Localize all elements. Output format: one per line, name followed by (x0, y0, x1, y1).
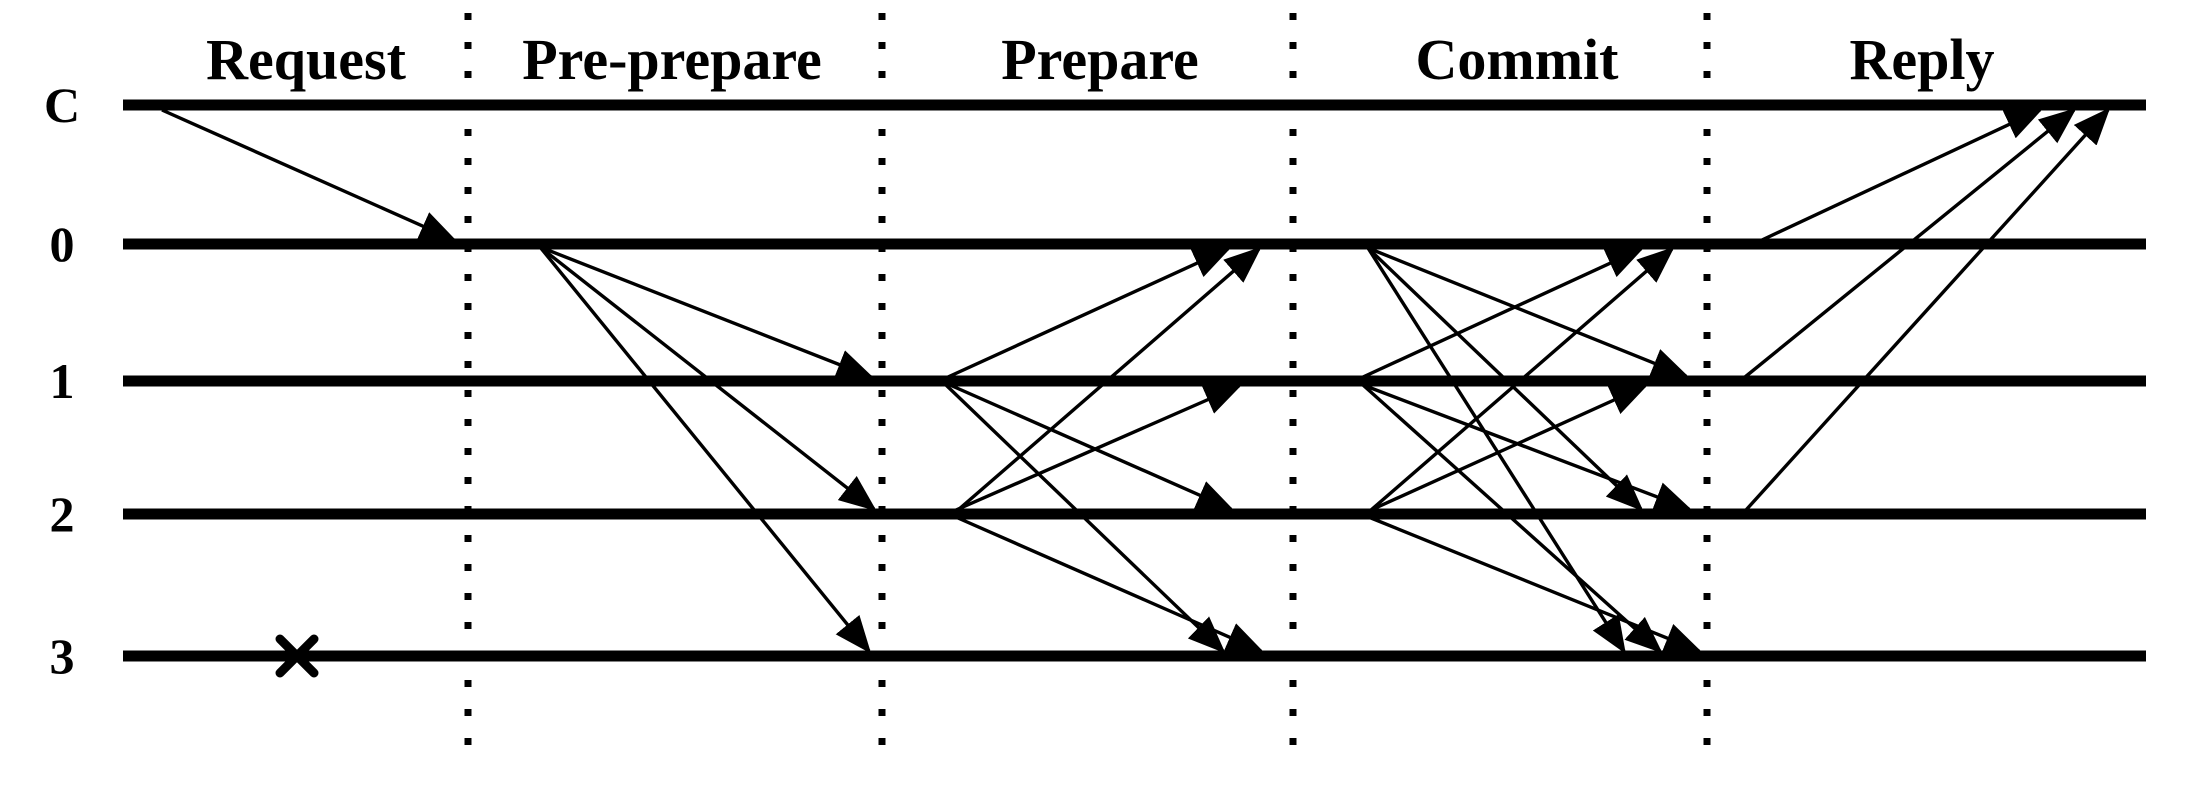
message-arrow-commit-0-to-1 (1367, 246, 1690, 378)
fault-marks-layer (275, 634, 319, 678)
actor-label-0: 0 (50, 216, 75, 272)
timelines-layer (123, 99, 2146, 662)
message-arrow-reply-1-to-C (1743, 107, 2077, 379)
message-arrow-commit-0-to-3 (1366, 247, 1626, 654)
message-arrow-commit-2-to-1 (1370, 384, 1649, 512)
message-arrow-request-C-to-0 (161, 108, 458, 242)
actor-label-2: 2 (50, 486, 75, 542)
phase-label-prepare: Prepare (1001, 27, 1199, 92)
message-arrow-reply-0-to-C (1761, 108, 2044, 242)
message-arrow-pre-prepare-0-to-1 (539, 245, 875, 379)
message-arrow-prepare-1-to-0 (947, 247, 1232, 379)
actor-label-1: 1 (50, 353, 75, 409)
message-arrow-prepare-2-to-1 (955, 384, 1243, 512)
message-arrow-commit-1-to-2 (1362, 383, 1693, 512)
fault-cross-icon (275, 634, 319, 678)
message-arrow-prepare-1-to-2 (949, 383, 1235, 511)
message-arrow-prepare-1-to-3 (944, 383, 1226, 654)
phase-label-pre-prepare: Pre-prepare (522, 27, 822, 92)
message-arrow-commit-1-to-3 (1361, 383, 1663, 654)
messages-layer (161, 107, 2111, 654)
phase-label-request: Request (206, 27, 406, 92)
phase-separators-layer (464, 13, 1711, 748)
message-arrow-reply-2-to-C (1744, 107, 2111, 512)
phase-label-commit: Commit (1416, 27, 1620, 92)
phase-label-reply: Reply (1850, 27, 1995, 92)
actor-label-C: C (44, 77, 80, 133)
message-arrow-prepare-2-to-3 (957, 516, 1265, 653)
message-arrow-commit-0-to-2 (1366, 246, 1644, 512)
actor-label-3: 3 (50, 628, 75, 684)
message-arrow-commit-2-to-0 (1369, 246, 1675, 512)
message-arrow-prepare-2-to-0 (956, 246, 1262, 512)
message-arrow-commit-2-to-3 (1370, 516, 1703, 653)
message-arrow-commit-1-to-0 (1362, 247, 1645, 379)
message-arrow-pre-prepare-0-to-2 (538, 245, 877, 512)
message-arrow-pre-prepare-0-to-3 (538, 245, 872, 654)
